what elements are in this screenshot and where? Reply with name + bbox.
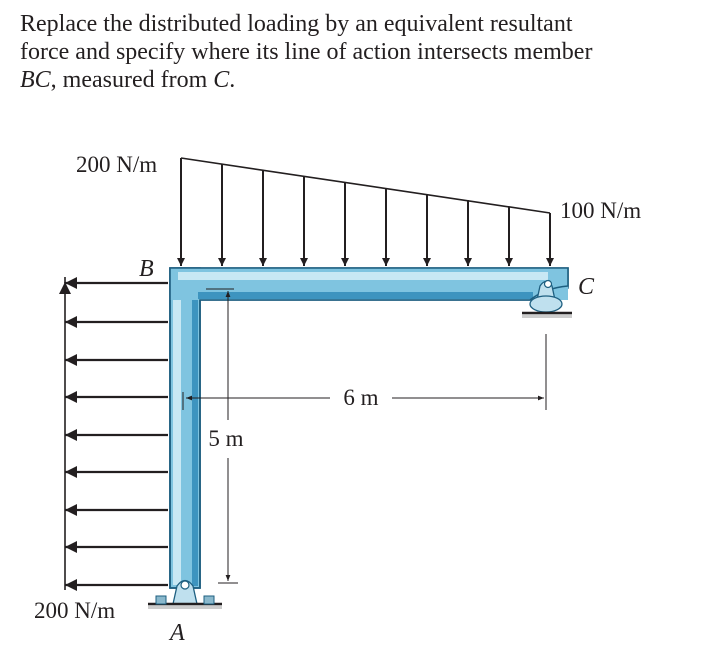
member-bc-shade: [198, 292, 533, 299]
dimension-6m: 6 m: [182, 334, 547, 410]
pin-support-a: [148, 579, 222, 609]
label-top-left-load: 200 N/m: [76, 152, 157, 177]
label-top-right-load: 100 N/m: [560, 198, 641, 223]
member-ab-shade: [192, 300, 198, 586]
problem-line-3: BC, measured from C.: [20, 66, 700, 94]
problem-line-2: force and specify where its line of acti…: [20, 39, 593, 65]
dim-6m-label: 6 m: [343, 385, 378, 410]
label-point-a: A: [168, 620, 185, 646]
pin-a-icon: [180, 580, 190, 590]
member-ab-highlight: [173, 280, 181, 585]
top-load-envelope: [180, 157, 551, 214]
bolt-right-icon: [203, 595, 215, 605]
dimension-5m: 5 m: [206, 288, 244, 584]
problem-line-3-end: .: [229, 67, 236, 93]
problem-line-3-text: , measured from: [50, 67, 214, 93]
bolt-left-icon: [155, 595, 167, 605]
problem-statement: Replace the distributed loading by an eq…: [20, 10, 700, 94]
left-distributed-load: [59, 277, 168, 591]
frame-members: [169, 267, 569, 589]
label-left-load: 200 N/m: [34, 598, 115, 623]
member-bc-label: BC: [20, 67, 51, 93]
label-point-c: C: [578, 274, 595, 300]
top-distributed-load: [177, 157, 554, 266]
pin-c-icon: [543, 279, 553, 289]
label-point-b: B: [139, 256, 154, 282]
dim-5m-label: 5 m: [208, 426, 243, 451]
point-c-ref: C: [213, 67, 230, 93]
pin-support-c: [522, 279, 572, 318]
problem-line-1: Replace the distributed loading by an eq…: [20, 11, 573, 37]
member-bc-highlight: [178, 272, 548, 280]
